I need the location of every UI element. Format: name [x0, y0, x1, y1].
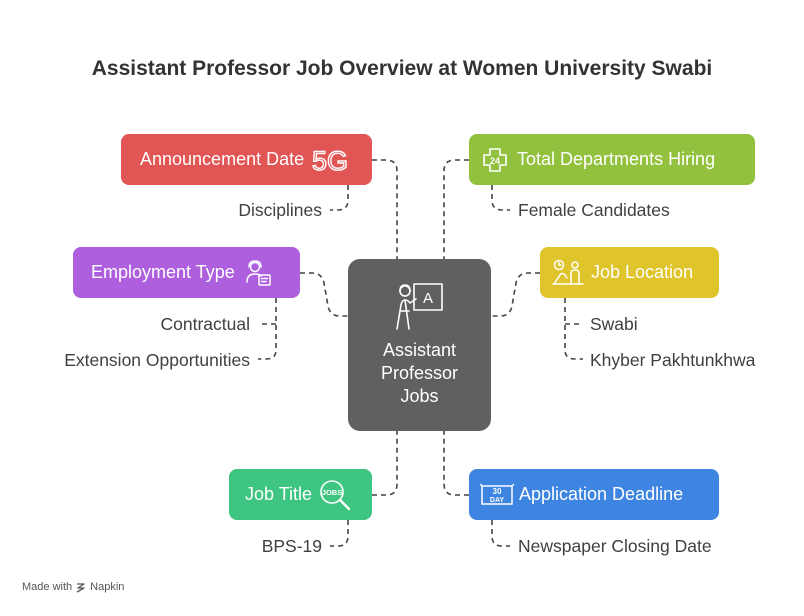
svg-text:DAY: DAY	[490, 497, 504, 504]
napkin-logo-icon	[76, 582, 85, 593]
connector-disciplines	[330, 185, 349, 211]
sub-contractual: Contractual	[160, 314, 251, 334]
sub-khyber-pakhtunkhwa: Khyber Pakhtunkhwa	[590, 350, 756, 370]
node-employment-type-label: Employment Type	[91, 262, 235, 282]
connector-job-title	[372, 431, 398, 496]
center-node-label: Assistant Professor Jobs	[380, 340, 459, 406]
center-node-assistant-professor-jobs: A Assistant Professor Jobs	[348, 259, 491, 431]
connector-announcement	[372, 159, 398, 259]
svg-text:24: 24	[490, 156, 500, 166]
connector-location	[491, 272, 540, 317]
svg-text:A: A	[422, 290, 432, 307]
svg-text:5G: 5G	[312, 146, 348, 175]
footer-brand: Napkin	[90, 581, 125, 593]
sub-disciplines: Disciplines	[238, 200, 322, 220]
svg-text:30: 30	[493, 487, 502, 496]
connector-location-subs	[564, 298, 583, 360]
connector-employment	[300, 272, 348, 317]
sub-newspaper-closing-date: Newspaper Closing Date	[518, 536, 712, 556]
footer-made-with-napkin: Made with Napkin	[22, 581, 124, 593]
page-title: Assistant Professor Job Overview at Wome…	[91, 57, 713, 80]
connector-newspaper	[491, 520, 510, 547]
node-application-deadline: 30 DAY Application Deadline	[469, 469, 719, 520]
node-announcement-date: Announcement Date 5G	[121, 134, 372, 185]
node-application-deadline-label: Application Deadline	[519, 484, 684, 504]
node-job-location: Job Location	[540, 247, 719, 298]
connector-bps	[330, 520, 349, 547]
node-job-title-label: Job Title	[245, 484, 313, 504]
node-job-title: Job Title JOBS	[229, 469, 372, 520]
30-day-icon: 30 DAY	[479, 483, 515, 505]
connector-employment-subs	[258, 298, 277, 360]
people-clock-icon	[552, 259, 584, 285]
node-employment-type: Employment Type	[73, 247, 300, 298]
connector-deadline	[443, 431, 469, 496]
teacher-board-icon: A	[395, 283, 443, 330]
connector-female	[491, 185, 510, 211]
5g-icon: 5G	[311, 145, 348, 175]
sub-female-candidates: Female Candidates	[518, 200, 670, 220]
svg-text:JOBS: JOBS	[322, 488, 342, 497]
support-agent-icon	[246, 259, 271, 286]
sub-swabi: Swabi	[590, 314, 638, 334]
sub-bps-19: BPS-19	[261, 536, 322, 556]
node-total-departments-hiring: 24 Total Departments Hiring	[469, 134, 755, 185]
connector-departments	[443, 159, 469, 259]
footer-made-with: Made with	[22, 581, 73, 593]
node-job-location-label: Job Location	[591, 262, 694, 282]
node-total-departments-hiring-label: Total Departments Hiring	[517, 149, 716, 169]
node-announcement-date-label: Announcement Date	[140, 149, 305, 169]
sub-extension-opportunities: Extension Opportunities	[64, 350, 250, 370]
jobs-search-icon: JOBS	[320, 479, 351, 510]
24-hours-icon: 24	[483, 147, 507, 172]
